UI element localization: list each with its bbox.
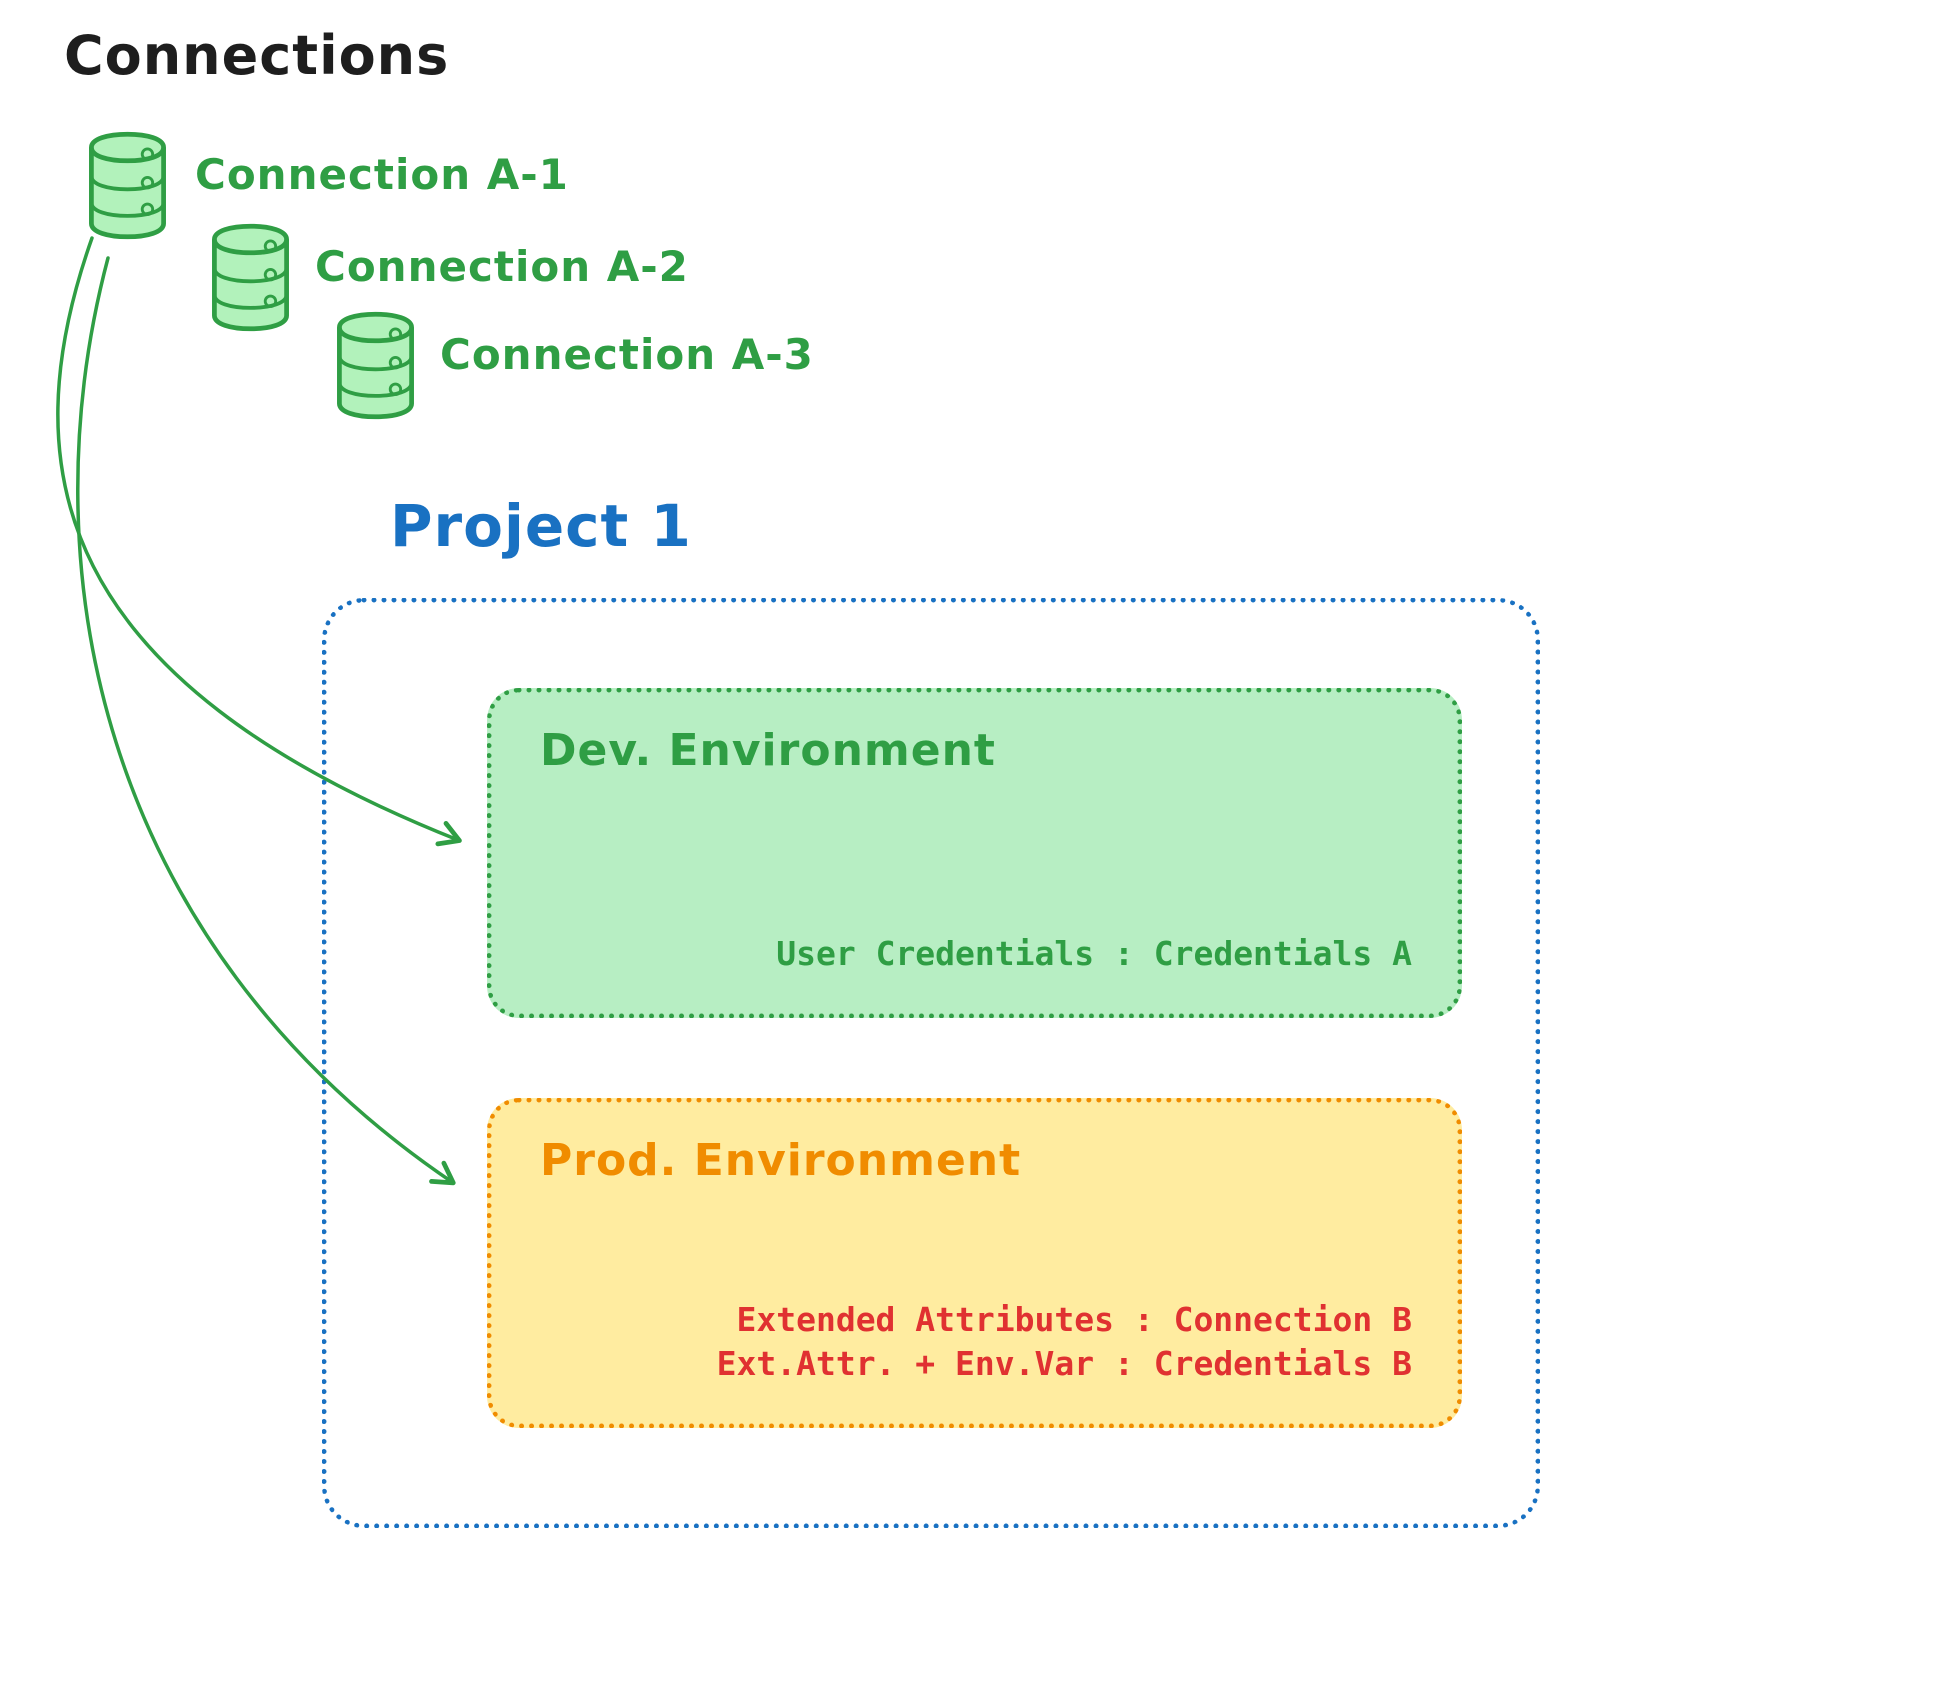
- database-icon: [328, 308, 423, 423]
- project-title: Project 1: [390, 492, 692, 560]
- database-icon: [80, 128, 175, 243]
- prod-environment-title: Prod. Environment: [540, 1135, 1022, 1186]
- connection-a3-label: Connection A-3: [440, 330, 814, 379]
- connection-a1-label: Connection A-1: [195, 150, 569, 199]
- dev-environment-note: User Credentials : Credentials A: [776, 934, 1412, 974]
- prod-note-line1: Extended Attributes : Connection B: [736, 1299, 1412, 1339]
- dev-environment-box: Dev. Environment User Credentials : Cred…: [487, 688, 1462, 1018]
- dev-environment-title: Dev. Environment: [540, 725, 996, 776]
- prod-environment-box: Prod. Environment Extended Attributes : …: [487, 1098, 1462, 1428]
- page-title: Connections: [64, 24, 450, 87]
- connection-a2-label: Connection A-2: [315, 242, 689, 291]
- database-icon: [203, 220, 298, 335]
- prod-note-line2: Ext.Attr. + Env.Var : Credentials B: [716, 1344, 1412, 1384]
- prod-environment-note: Extended Attributes : Connection B Ext.A…: [717, 1298, 1412, 1387]
